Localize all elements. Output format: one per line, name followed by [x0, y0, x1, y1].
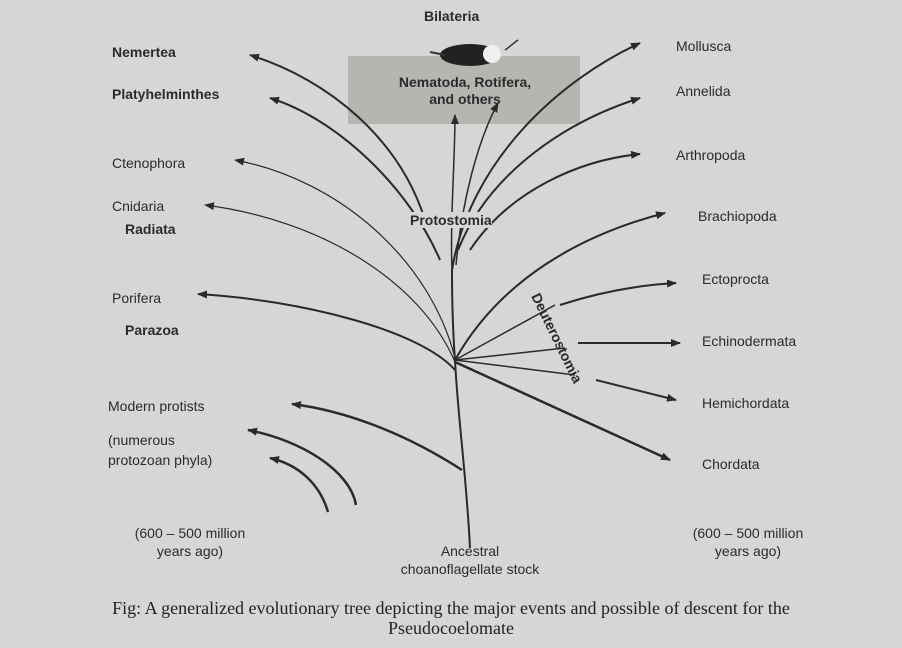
- taxon-brachiopoda: Brachiopoda: [698, 208, 777, 224]
- branch-cnidaria: [204, 202, 456, 363]
- caption-line2: Pseudocoelomate: [388, 618, 514, 638]
- label-nematoda-line1: Nematoda, Rotifera,: [398, 74, 532, 90]
- branch-brachiopoda: [454, 211, 666, 361]
- taxon-hemichordata: Hemichordata: [702, 395, 790, 411]
- branch-protists-3: [269, 456, 330, 513]
- figure-caption: Fig: A generalized evolutionary tree dep…: [0, 598, 902, 638]
- bilateria-shaded-box: [348, 56, 580, 124]
- label-root: Ancestral choanoflagellate stock: [385, 542, 555, 578]
- time-right-line2: years ago): [714, 543, 782, 559]
- taxon-arthropoda: Arthropoda: [676, 147, 746, 163]
- branch-chordata: [454, 360, 671, 462]
- branch-nematoda-1: [450, 114, 459, 271]
- label-nematoda-line2: and others: [429, 91, 501, 107]
- taxon-ctenophora: Ctenophora: [112, 155, 186, 171]
- time-left-line1: (600 – 500 million: [134, 525, 246, 541]
- label-bilateria: Bilateria: [424, 8, 480, 24]
- taxon-nemertea: Nemertea: [112, 44, 176, 60]
- taxon-echinodermata: Echinodermata: [702, 333, 797, 349]
- branch-hemichordata: [595, 379, 677, 402]
- deut-line-2: [454, 347, 566, 361]
- trunk: [451, 269, 471, 549]
- group-parazoa: Parazoa: [125, 322, 179, 338]
- deut-line-3: [454, 359, 576, 376]
- branch-nemertea: [249, 53, 426, 221]
- group-radiata: Radiata: [125, 221, 176, 237]
- branch-platyhelminthes: [269, 96, 441, 261]
- caption-line1: Fig: A generalized evolutionary tree dep…: [112, 598, 790, 618]
- branch-protists-2: [247, 427, 358, 506]
- taxon-modern-protists: Modern protists: [108, 398, 205, 414]
- taxon-mollusca: Mollusca: [676, 38, 732, 54]
- branch-porifera: [197, 290, 456, 371]
- nematode-drawing: [429, 39, 519, 66]
- root-line1: Ancestral: [440, 543, 500, 559]
- time-right: (600 – 500 million years ago): [668, 524, 828, 560]
- taxon-cnidaria: Cnidaria: [112, 198, 165, 214]
- taxon-platyhelminthes: Platyhelminthes: [112, 86, 220, 102]
- time-right-line1: (600 – 500 million: [692, 525, 804, 541]
- time-left: (600 – 500 million years ago): [110, 524, 270, 560]
- root-line2: choanoflagellate stock: [400, 561, 540, 577]
- taxon-porifera: Porifera: [112, 290, 162, 306]
- branch-ctenophora: [234, 157, 456, 359]
- taxon-chordata: Chordata: [702, 456, 760, 472]
- branch-arthropoda: [469, 150, 641, 251]
- taxon-ectoprocta: Ectoprocta: [702, 271, 769, 287]
- taxon-protozoan-phyla: (numerous protozoan phyla): [108, 430, 212, 470]
- label-protostomia: Protostomia: [410, 212, 492, 228]
- branch-modern-protists: [291, 401, 463, 472]
- taxon-annelida: Annelida: [676, 83, 731, 99]
- protozoa-line2: protozoan phyla): [108, 452, 213, 468]
- branch-ectoprocta: [559, 279, 677, 306]
- deut-line-1: [454, 304, 556, 361]
- protozoa-line1: (numerous: [108, 432, 175, 448]
- label-nematoda-rotifera: Nematoda, Rotifera, and others: [372, 74, 558, 108]
- time-left-line2: years ago): [156, 543, 224, 559]
- branch-mollusca: [451, 42, 641, 271]
